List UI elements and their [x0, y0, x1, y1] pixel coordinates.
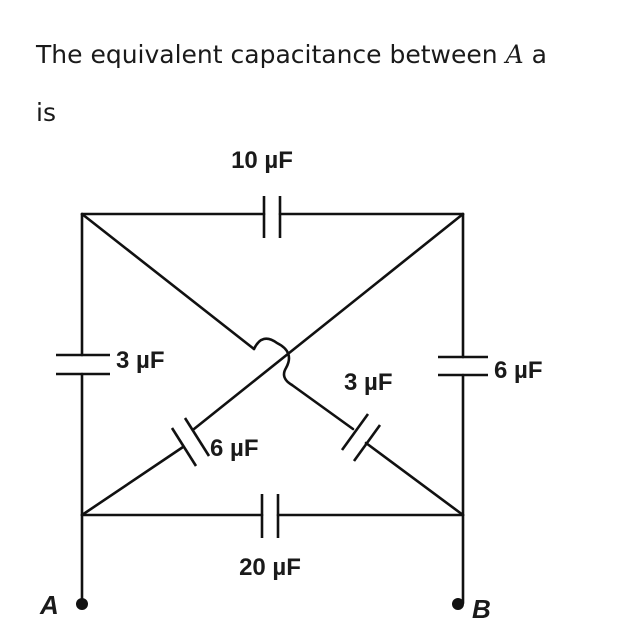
capacitor-diagonal-b-label: 3 µF	[344, 369, 393, 396]
capacitor-diagonal-b	[80, 212, 465, 517]
terminal-a-label: A	[39, 590, 59, 620]
capacitor-bottom	[80, 494, 465, 538]
terminal-b-dot	[452, 598, 464, 610]
capacitor-diagonal-a-label: 6 µF	[210, 435, 259, 462]
capacitor-left-label: 3 µF	[116, 347, 165, 374]
question-cut: a	[523, 40, 547, 69]
question-prefix: The equivalent capacitance between	[36, 40, 506, 69]
capacitor-top-label: 10 µF	[231, 147, 293, 174]
capacitor-right	[438, 212, 488, 517]
question-text: The equivalent capacitance between A a i…	[36, 26, 640, 142]
terminal-b-label: B	[472, 594, 491, 624]
capacitor-top	[80, 196, 465, 238]
capacitor-right-label: 6 µF	[494, 357, 543, 384]
capacitor-bottom-label: 20 µF	[239, 554, 301, 581]
question-line-2: is	[36, 98, 56, 127]
question-node-a: A	[505, 40, 524, 69]
capacitor-diagonal-a	[80, 212, 465, 517]
question-line-1: The equivalent capacitance between A a	[36, 26, 640, 84]
capacitor-left	[56, 212, 110, 517]
terminal-a-dot	[76, 598, 88, 610]
